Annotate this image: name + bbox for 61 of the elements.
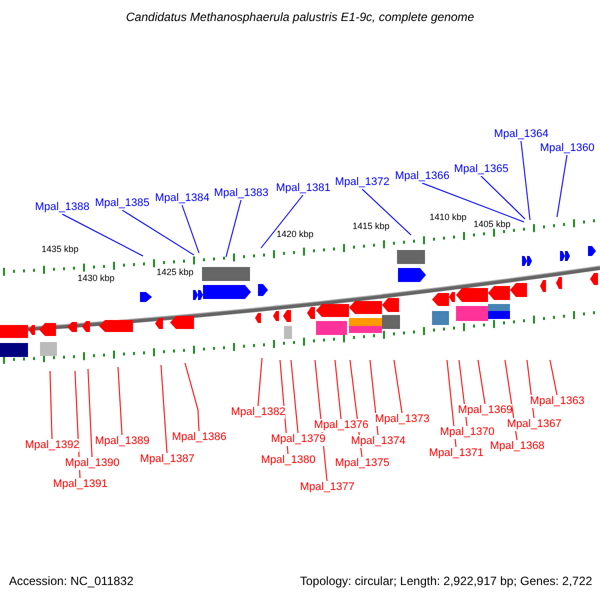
accession-text: Accession: NC_011832 xyxy=(9,575,134,588)
gene-label: Mpal_1367 xyxy=(507,418,562,431)
gene-label: Mpal_1373 xyxy=(375,413,430,426)
gene-label: Mpal_1377 xyxy=(300,481,354,494)
gene-label: Mpal_1392 xyxy=(25,439,80,452)
leader-line xyxy=(182,204,200,254)
leader-line xyxy=(122,210,194,256)
leader-line xyxy=(362,188,412,236)
scale-label: 1405 kbp xyxy=(474,218,511,231)
gene-label: Mpal_1368 xyxy=(490,440,544,453)
gene-label: Mpal_1375 xyxy=(335,457,390,470)
leader-line xyxy=(50,370,52,440)
leader-line xyxy=(550,360,558,396)
leader-line xyxy=(394,360,402,414)
gene-label: Mpal_1388 xyxy=(35,201,90,214)
gene-label: Mpal_1371 xyxy=(429,447,484,460)
gene-label: Mpal_1382 xyxy=(231,406,286,419)
gene-label: Mpal_1384 xyxy=(155,192,210,205)
scale-label: 1415 kbp xyxy=(352,220,390,233)
leader-line xyxy=(160,364,168,454)
gene-label: Mpal_1374 xyxy=(351,435,406,448)
gene-label: Mpal_1363 xyxy=(530,395,584,408)
gene-label: Mpal_1369 xyxy=(458,404,512,417)
gene-label: Mpal_1390 xyxy=(65,457,120,470)
gene-label: Mpal_1387 xyxy=(140,453,194,466)
leader-line xyxy=(520,140,530,220)
gene-label: Mpal_1360 xyxy=(540,142,594,155)
genome-info-text: Topology: circular; Length: 2,922,917 bp; Genes: 2,722 xyxy=(300,575,592,588)
leader-line xyxy=(184,362,200,432)
gene-label: Mpal_1389 xyxy=(95,435,150,448)
gene-label: Mpal_1379 xyxy=(271,433,326,446)
leader-line xyxy=(260,194,304,248)
title: Candidatus Methanosphaerula palustris E1-9c, complete genome xyxy=(126,11,474,24)
gene-label: Mpal_1385 xyxy=(95,197,150,210)
gene-label: Mpal_1381 xyxy=(276,182,330,195)
gene-label: Mpal_1366 xyxy=(395,170,450,183)
leader-line xyxy=(556,154,568,218)
gene-label: Mpal_1370 xyxy=(440,426,494,439)
gene-label: Mpal_1386 xyxy=(172,431,226,444)
leader-line xyxy=(334,360,342,420)
gene-label: Mpal_1365 xyxy=(454,163,508,176)
gene-label: Mpal_1376 xyxy=(314,419,368,432)
gene-label: Mpal_1383 xyxy=(214,187,268,200)
leader-line xyxy=(118,366,122,436)
gene-label: Mpal_1364 xyxy=(494,128,548,141)
leader-line xyxy=(226,200,242,258)
leader-line xyxy=(290,360,298,434)
scale-label: 1410 kbp xyxy=(430,211,467,224)
scale-label: 1435 kbp xyxy=(42,243,79,256)
leader-line xyxy=(258,358,262,406)
gene-label: Mpal_1372 xyxy=(335,176,390,189)
scale-label: 1420 kbp xyxy=(276,228,314,241)
gene-label: Mpal_1380 xyxy=(261,454,316,467)
leader-line xyxy=(480,176,526,220)
leader-line xyxy=(88,368,92,458)
scale-label: 1430 kbp xyxy=(78,272,115,285)
leader-line xyxy=(62,214,144,256)
gene-label: Mpal_1391 xyxy=(53,478,108,491)
scale-label: 1425 kbp xyxy=(156,266,194,279)
leader-line xyxy=(478,360,486,404)
leader-line xyxy=(422,182,524,222)
